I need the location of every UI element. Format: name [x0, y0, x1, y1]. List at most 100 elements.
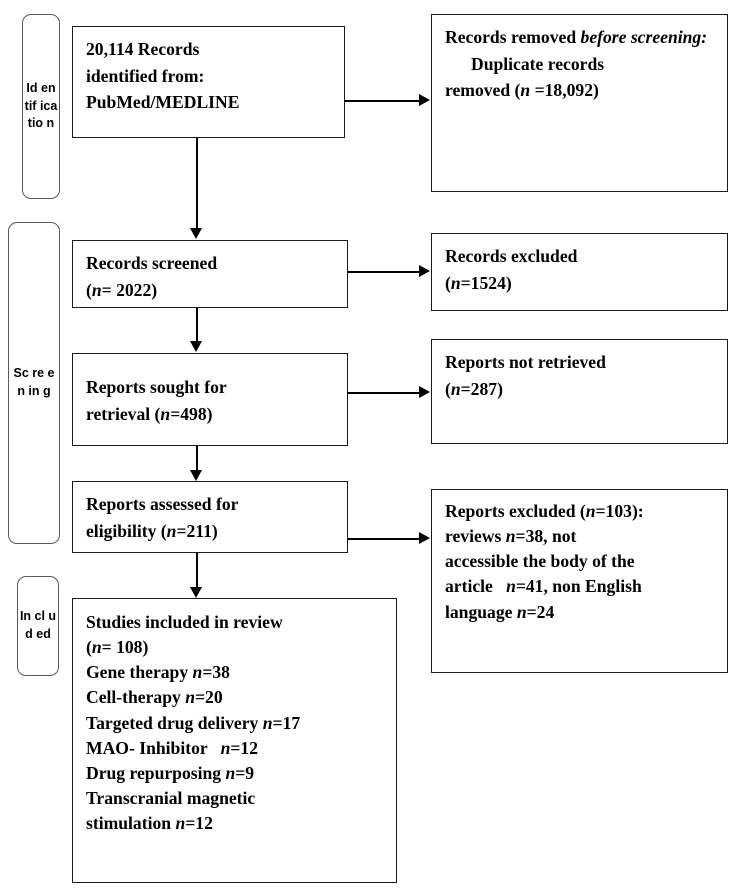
studies-item-cell-therapy-value: =20 [195, 687, 223, 708]
reports-not-retrieved-n-prefix: ( [445, 378, 451, 399]
studies-item-mao-inhibitor-n-symbol: n [220, 737, 231, 758]
records-identified-line-2: identified from: [86, 65, 205, 86]
reports-excluded-line-1-n-symbol: n [505, 526, 516, 547]
reports-excluded-heading-prefix: Reports excluded ( [445, 501, 586, 521]
reports-assessed-n-symbol: n [166, 520, 177, 541]
arrowhead-screened-to-sought [190, 341, 202, 352]
records-removed-item-line-2-prefix: removed ( [445, 80, 521, 101]
box-studies-included-text: Studies included in review(n= 108)Gene t… [86, 610, 385, 836]
studies-item-targeted-drug-delivery-label: Targeted drug delivery [86, 712, 263, 733]
studies-item-tms-n-symbol: n [175, 813, 186, 834]
reports-excluded-heading-suffix: =103): [595, 501, 644, 521]
arrowhead-sought-to-assessed [190, 470, 202, 481]
arrowhead-screened-to-excluded [419, 265, 430, 277]
box-reports-excluded: Reports excluded (n=103):reviews n=38, n… [431, 489, 728, 673]
studies-item-gene-therapy-label: Gene therapy [86, 662, 193, 683]
box-records-excluded: Records excluded (n=1524) [431, 233, 728, 311]
reports-sought-line-2-prefix: retrieval ( [86, 403, 161, 424]
studies-item-drug-repurposing-label: Drug repurposing [86, 762, 226, 783]
reports-excluded-line-4-n-symbol: n [516, 601, 527, 622]
records-screened-line-1: Records screened [86, 253, 218, 273]
box-reports-assessed: Reports assessed for eligibility (n=211) [72, 481, 348, 553]
box-records-identified: 20,114 Records identified from: PubMed/MED… [72, 26, 345, 138]
records-removed-item-line-2-suffix: =18,092) [530, 80, 599, 101]
connector-screened-to-excluded [348, 271, 419, 273]
records-removed-heading-italic: before screening: [580, 27, 708, 47]
reports-not-retrieved-n-symbol: n [450, 378, 461, 399]
box-records-identified-text: 20,114 Records identified from: PubMed/MED… [86, 36, 333, 116]
reports-excluded-line-4b: =24 [526, 601, 555, 622]
studies-item-mao-inhibitor-label: MAO- Inhibitor [86, 737, 221, 758]
reports-not-retrieved-line-1: Reports not retrieved [445, 352, 606, 372]
connector-identified-to-screened [196, 138, 198, 229]
box-records-removed: Records removed before screening: Duplica… [431, 14, 728, 192]
reports-excluded-line-2: accessible the body of the [445, 551, 635, 572]
studies-item-cell-therapy-n-symbol: n [185, 687, 195, 708]
studies-item-tms-line-1: Transcranial magnetic [86, 788, 256, 809]
records-identified-line-3: PubMed/MEDLINE [86, 92, 240, 113]
records-removed-heading: Records removed [445, 27, 581, 47]
connector-sought-to-not-retrieved [348, 392, 419, 394]
reports-not-retrieved-n-suffix: =287) [460, 378, 503, 399]
records-excluded-n-prefix: ( [445, 272, 451, 293]
records-excluded-n-symbol: n [450, 272, 461, 293]
studies-item-mao-inhibitor-value: =12 [230, 737, 258, 758]
box-records-excluded-text: Records excluded (n=1524) [445, 243, 716, 296]
studies-item-drug-repurposing-n-symbol: n [225, 762, 236, 783]
reports-assessed-line-2-prefix: eligibility ( [86, 520, 167, 541]
arrowhead-assessed-to-reports-excluded [419, 532, 430, 544]
box-records-screened-text: Records screened (n= 2022) [86, 250, 336, 303]
studies-item-tms-line-2b: =12 [185, 813, 213, 834]
box-records-removed-text: Records removed before screening: Duplica… [445, 24, 716, 104]
studies-item-targeted-drug-delivery-value: =17 [272, 712, 301, 733]
reports-assessed-line-2-suffix: =211) [176, 520, 218, 541]
box-reports-assessed-text: Reports assessed for eligibility (n=211) [86, 491, 336, 544]
studies-item-gene-therapy-n-symbol: n [192, 662, 203, 683]
studies-item-tms-line-2a: stimulation [86, 813, 176, 834]
reports-excluded-line-3b: =41, non English [515, 576, 642, 597]
studies-item-gene-therapy-value: =38 [202, 662, 230, 683]
studies-included-heading-n-symbol: n [91, 637, 102, 658]
records-excluded-line-1: Records excluded [445, 246, 578, 266]
phase-label-included-text: In cl ud ed [19, 609, 57, 641]
box-reports-not-retrieved-text: Reports not retrieved (n=287) [445, 349, 716, 402]
records-screened-n-prefix: ( [86, 279, 92, 300]
records-screened-n-suffix: = 2022) [101, 279, 158, 300]
studies-included-heading: Studies included in review [86, 612, 283, 632]
phase-label-included: In cl ud ed [17, 576, 59, 676]
phase-label-screening-text: Sc re en in g [13, 366, 55, 398]
studies-item-targeted-drug-delivery-n-symbol: n [262, 712, 273, 733]
connector-assessed-to-included [196, 553, 198, 588]
reports-sought-line-1: Reports sought for [86, 377, 227, 397]
arrowhead-identified-to-screened [190, 228, 202, 239]
connector-identified-to-removed [345, 100, 419, 102]
box-records-screened: Records screened (n= 2022) [72, 240, 348, 308]
reports-excluded-line-4a: language [445, 601, 517, 622]
records-removed-item-line-1: Duplicate records [471, 53, 605, 74]
reports-excluded-line-1a: reviews [445, 526, 506, 547]
records-removed-n-symbol: n [520, 80, 531, 101]
records-identified-line-1: 20,114 Records [86, 39, 200, 59]
records-screened-n-symbol: n [91, 279, 102, 300]
phase-label-screening: Sc re en in g [8, 222, 60, 544]
phase-label-identification: Id en tif ica tio n [22, 14, 60, 199]
connector-assessed-to-reports-excluded [348, 538, 419, 540]
box-reports-excluded-text: Reports excluded (n=103):reviews n=38, n… [445, 499, 716, 625]
reports-excluded-line-1b: =38, not [515, 526, 577, 547]
box-studies-included: Studies included in review(n= 108)Gene t… [72, 598, 397, 883]
phase-label-identification-text: Id en tif ica tio n [24, 80, 58, 131]
arrowhead-identified-to-removed [419, 94, 430, 106]
connector-screened-to-sought [196, 308, 198, 342]
studies-item-drug-repurposing-value: =9 [235, 762, 255, 783]
reports-sought-line-2-suffix: =498) [170, 403, 213, 424]
studies-included-heading-n-suffix: = 108) [101, 637, 149, 658]
reports-assessed-line-1: Reports assessed for [86, 494, 239, 514]
box-reports-not-retrieved: Reports not retrieved (n=287) [431, 339, 728, 444]
records-excluded-n-suffix: =1524) [460, 272, 512, 293]
connector-sought-to-assessed [196, 446, 198, 471]
arrowhead-sought-to-not-retrieved [419, 386, 430, 398]
reports-excluded-line-3a: article [445, 576, 507, 597]
